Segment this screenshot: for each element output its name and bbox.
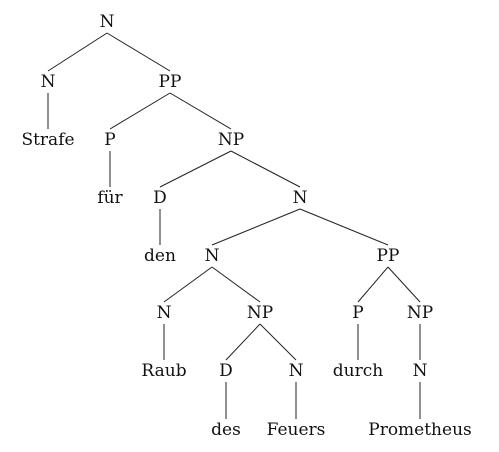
tree-node-label: D: [219, 361, 233, 381]
tree-edge: [259, 323, 297, 361]
tree-node-label: den: [144, 246, 176, 266]
tree-node-label: des: [211, 420, 241, 440]
tree-edge: [159, 150, 232, 188]
tree-node-label: Feuers: [267, 420, 326, 440]
tree-node-label: Raub: [141, 361, 186, 381]
tree-edge: [387, 266, 421, 303]
tree-node-label: P: [104, 130, 115, 150]
tree-edge: [225, 323, 261, 361]
tree-node-label: für: [97, 188, 123, 208]
tree-node-label: PP: [159, 72, 182, 92]
tree-edge: [357, 266, 389, 303]
tree-node-label: PP: [377, 246, 400, 266]
tree-node-label: N: [41, 72, 56, 92]
tree-node-label: NP: [218, 130, 244, 150]
tree-edge: [109, 92, 171, 130]
tree-node-label: D: [153, 188, 167, 208]
tree-node-label: Strafe: [21, 130, 74, 150]
tree-node-label: N: [205, 246, 220, 266]
tree-edge: [47, 32, 108, 72]
tree-edge: [230, 150, 301, 188]
tree-node-label: N: [100, 12, 115, 32]
tree-edge: [163, 266, 213, 303]
tree-node-label: NP: [407, 303, 433, 323]
tree-node-label: N: [293, 188, 308, 208]
tree-node-label: P: [352, 303, 363, 323]
tree-edge: [211, 266, 261, 303]
tree-edges: [47, 32, 421, 419]
tree-edge: [211, 208, 301, 246]
tree-node-label: N: [289, 361, 304, 381]
tree-node-label: Prometheus: [368, 420, 472, 440]
tree-node-label: NP: [247, 303, 273, 323]
tree-node-label: N: [413, 361, 428, 381]
tree-edge: [299, 208, 389, 246]
tree-edge: [169, 92, 232, 130]
tree-node-label: durch: [333, 361, 383, 381]
tree-node-label: N: [157, 303, 172, 323]
tree-edge: [106, 32, 171, 72]
